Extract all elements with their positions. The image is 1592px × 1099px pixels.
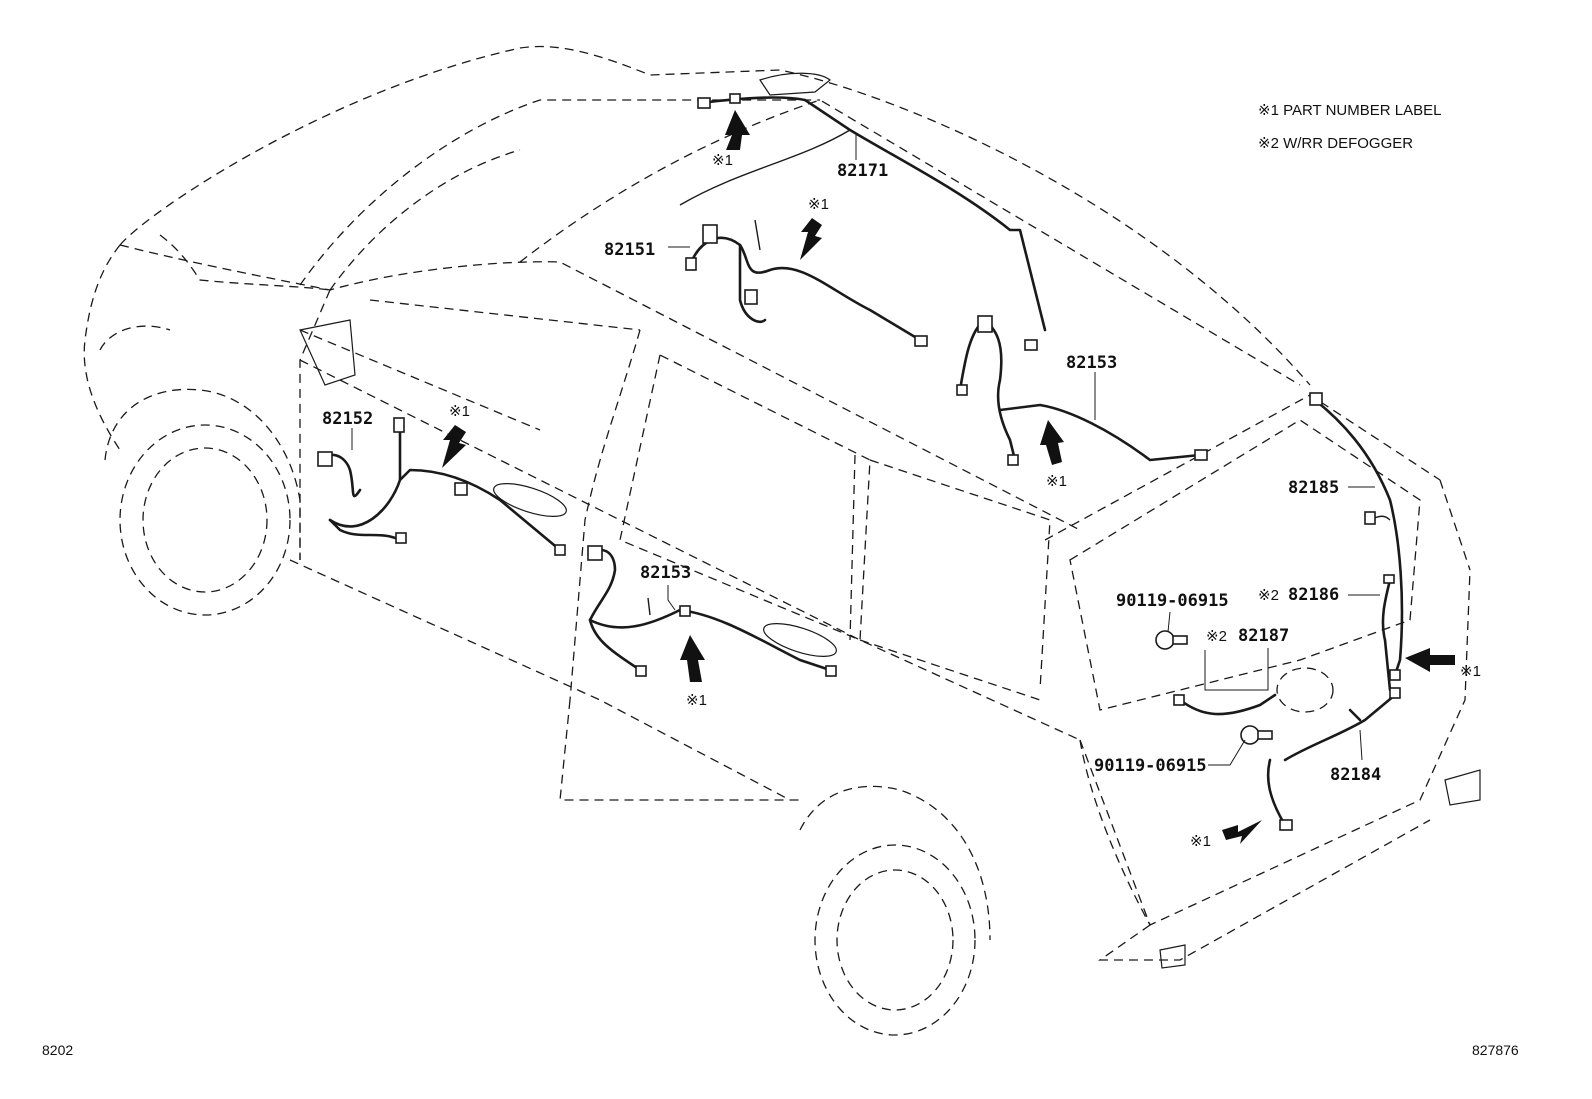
legend-note-2: ※2 W/RR DEFOGGER [1258,135,1413,152]
harness-82187 [1173,693,1277,716]
connector [1007,454,1019,466]
harness-82171 [679,93,1047,351]
reference-marks: ※1 ※1 ※1 ※1 ※1 ※1 ※1 ※2 ※2 [449,152,1481,850]
mark-2-82186: ※2 [1258,587,1279,604]
connector [685,257,697,271]
connector [702,224,718,244]
connector [697,97,711,109]
part-label-90119-bottom: 90119-06915 [1094,756,1207,776]
part-label-82153-roof: 82153 [1066,353,1117,373]
harness-82185 [1309,392,1404,681]
part-label-82187: 82187 [1238,626,1289,646]
connector [914,335,928,347]
mark-1-82153-roof: ※1 [1046,473,1067,490]
car-body-outline [83,45,1481,1036]
arrow-82151-label [800,218,822,260]
connector [454,482,468,496]
part-label-82171: 82171 [837,161,888,181]
part-label-82153-door: 82153 [640,563,691,583]
bolt-90119-top [1155,630,1188,650]
connector [635,665,647,677]
connector [395,532,407,544]
connector [956,384,968,396]
harness-82152 [317,417,566,556]
connector [729,93,741,104]
arrow-82185-label [1405,648,1455,672]
label-arrows [442,110,1455,844]
footer-left-code: 8202 [42,1042,73,1058]
footer-codes: 8202 827876 [42,1042,1519,1058]
connector [1389,687,1401,699]
mark-1-82153-door: ※1 [686,692,707,709]
mark-1-82152: ※1 [449,403,470,420]
bolt-90119-bottom [1240,725,1273,745]
part-label-82185: 82185 [1288,478,1339,498]
connector [1309,392,1323,406]
part-label-82152: 82152 [322,409,373,429]
mark-1-82185: ※1 [1460,663,1481,680]
connector [679,605,691,617]
mark-1-82184: ※1 [1190,833,1211,850]
part-label-82184: 82184 [1330,765,1381,785]
arrow-82184-label [1222,820,1262,844]
arrow-82152-label [442,425,466,468]
connector [1383,574,1395,584]
connector [1364,511,1376,525]
part-label-90119-top: 90119-06915 [1116,591,1229,611]
leader-lines [351,135,1380,766]
part-label-82186: 82186 [1288,585,1339,605]
harness-82151 [685,219,928,347]
legend-note-1: ※1 PART NUMBER LABEL [1258,102,1441,119]
mark-1-82171: ※1 [712,152,733,169]
footer-right-code: 827876 [1472,1042,1519,1058]
connector [587,545,603,561]
connector [977,315,993,333]
connector [1194,449,1208,461]
harness-82153-roof [956,315,1208,466]
arrow-82153-door-label [680,635,705,682]
mark-1-82151: ※1 [808,196,829,213]
harness-82184 [1266,687,1401,831]
connector [1024,339,1038,351]
arrow-82153-roof-label [1040,420,1064,465]
connector [393,417,405,433]
harness-82186 [1381,574,1395,692]
connector [825,665,837,677]
connector [554,544,566,556]
connector [1173,694,1185,706]
connector [744,289,758,305]
connector [1279,819,1293,831]
arrow-82171-label [725,110,750,150]
connector [317,451,333,467]
legend: ※1 PART NUMBER LABEL ※2 W/RR DEFOGGER [1258,102,1441,152]
mark-2-82187: ※2 [1206,628,1227,645]
part-labels: 82171 82151 82153 82152 82153 82185 8218… [322,161,1381,785]
connector [1389,669,1401,681]
part-label-82151: 82151 [604,240,655,260]
harness-82153-door [587,545,837,677]
